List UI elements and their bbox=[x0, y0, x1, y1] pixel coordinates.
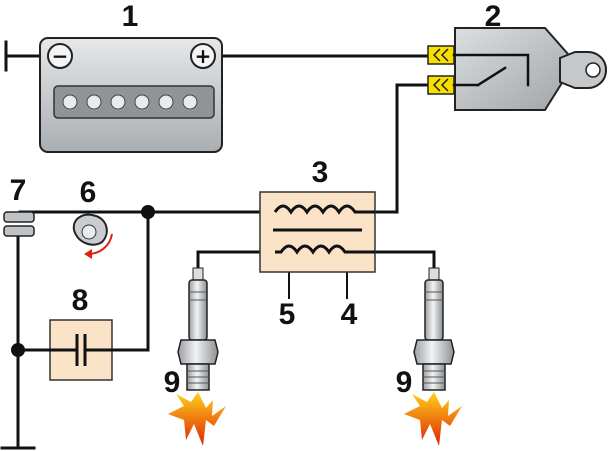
label-primary-winding: 5 bbox=[279, 298, 296, 331]
switch-terminals bbox=[427, 45, 455, 95]
label-secondary-winding: 4 bbox=[341, 298, 358, 331]
capacitor bbox=[48, 319, 114, 381]
label-cam: 6 bbox=[80, 176, 97, 209]
spark-flame-icon bbox=[168, 392, 226, 446]
capacitor-upper-wire bbox=[110, 210, 150, 352]
battery-negative-terminal: − bbox=[47, 43, 73, 69]
breaker-cam bbox=[72, 213, 113, 259]
hv-wire-left bbox=[196, 250, 277, 274]
label-breaker-contacts: 7 bbox=[10, 174, 27, 207]
switch-to-coil-wire bbox=[373, 83, 430, 214]
junction-dot-ground bbox=[11, 343, 25, 357]
positive-sign: + bbox=[195, 44, 212, 68]
ignition-key-icon bbox=[559, 51, 608, 89]
spark-plug-left bbox=[168, 267, 226, 446]
secondary-winding bbox=[273, 204, 375, 215]
spark-plug-right bbox=[404, 267, 462, 446]
label-spark-plug-right: 9 bbox=[396, 366, 413, 399]
battery-cells bbox=[62, 94, 198, 110]
negative-sign: − bbox=[52, 44, 69, 68]
primary-winding bbox=[275, 244, 375, 255]
breaker-contacts bbox=[3, 211, 35, 237]
hv-wire-right bbox=[373, 250, 436, 274]
ignition-coil bbox=[259, 191, 376, 273]
label-capacitor: 8 bbox=[72, 284, 89, 317]
label-spark-plug-left: 9 bbox=[164, 366, 181, 399]
battery: − + bbox=[39, 37, 223, 153]
label-battery: 1 bbox=[122, 0, 139, 33]
switch-contact bbox=[452, 53, 530, 87]
label-ignition-switch: 2 bbox=[485, 0, 502, 33]
battery-positive-terminal: + bbox=[190, 43, 216, 69]
junction-dot-top bbox=[141, 205, 155, 219]
ignition-switch bbox=[427, 27, 608, 111]
label-coil: 3 bbox=[312, 156, 329, 189]
spark-flame-icon bbox=[404, 392, 462, 446]
